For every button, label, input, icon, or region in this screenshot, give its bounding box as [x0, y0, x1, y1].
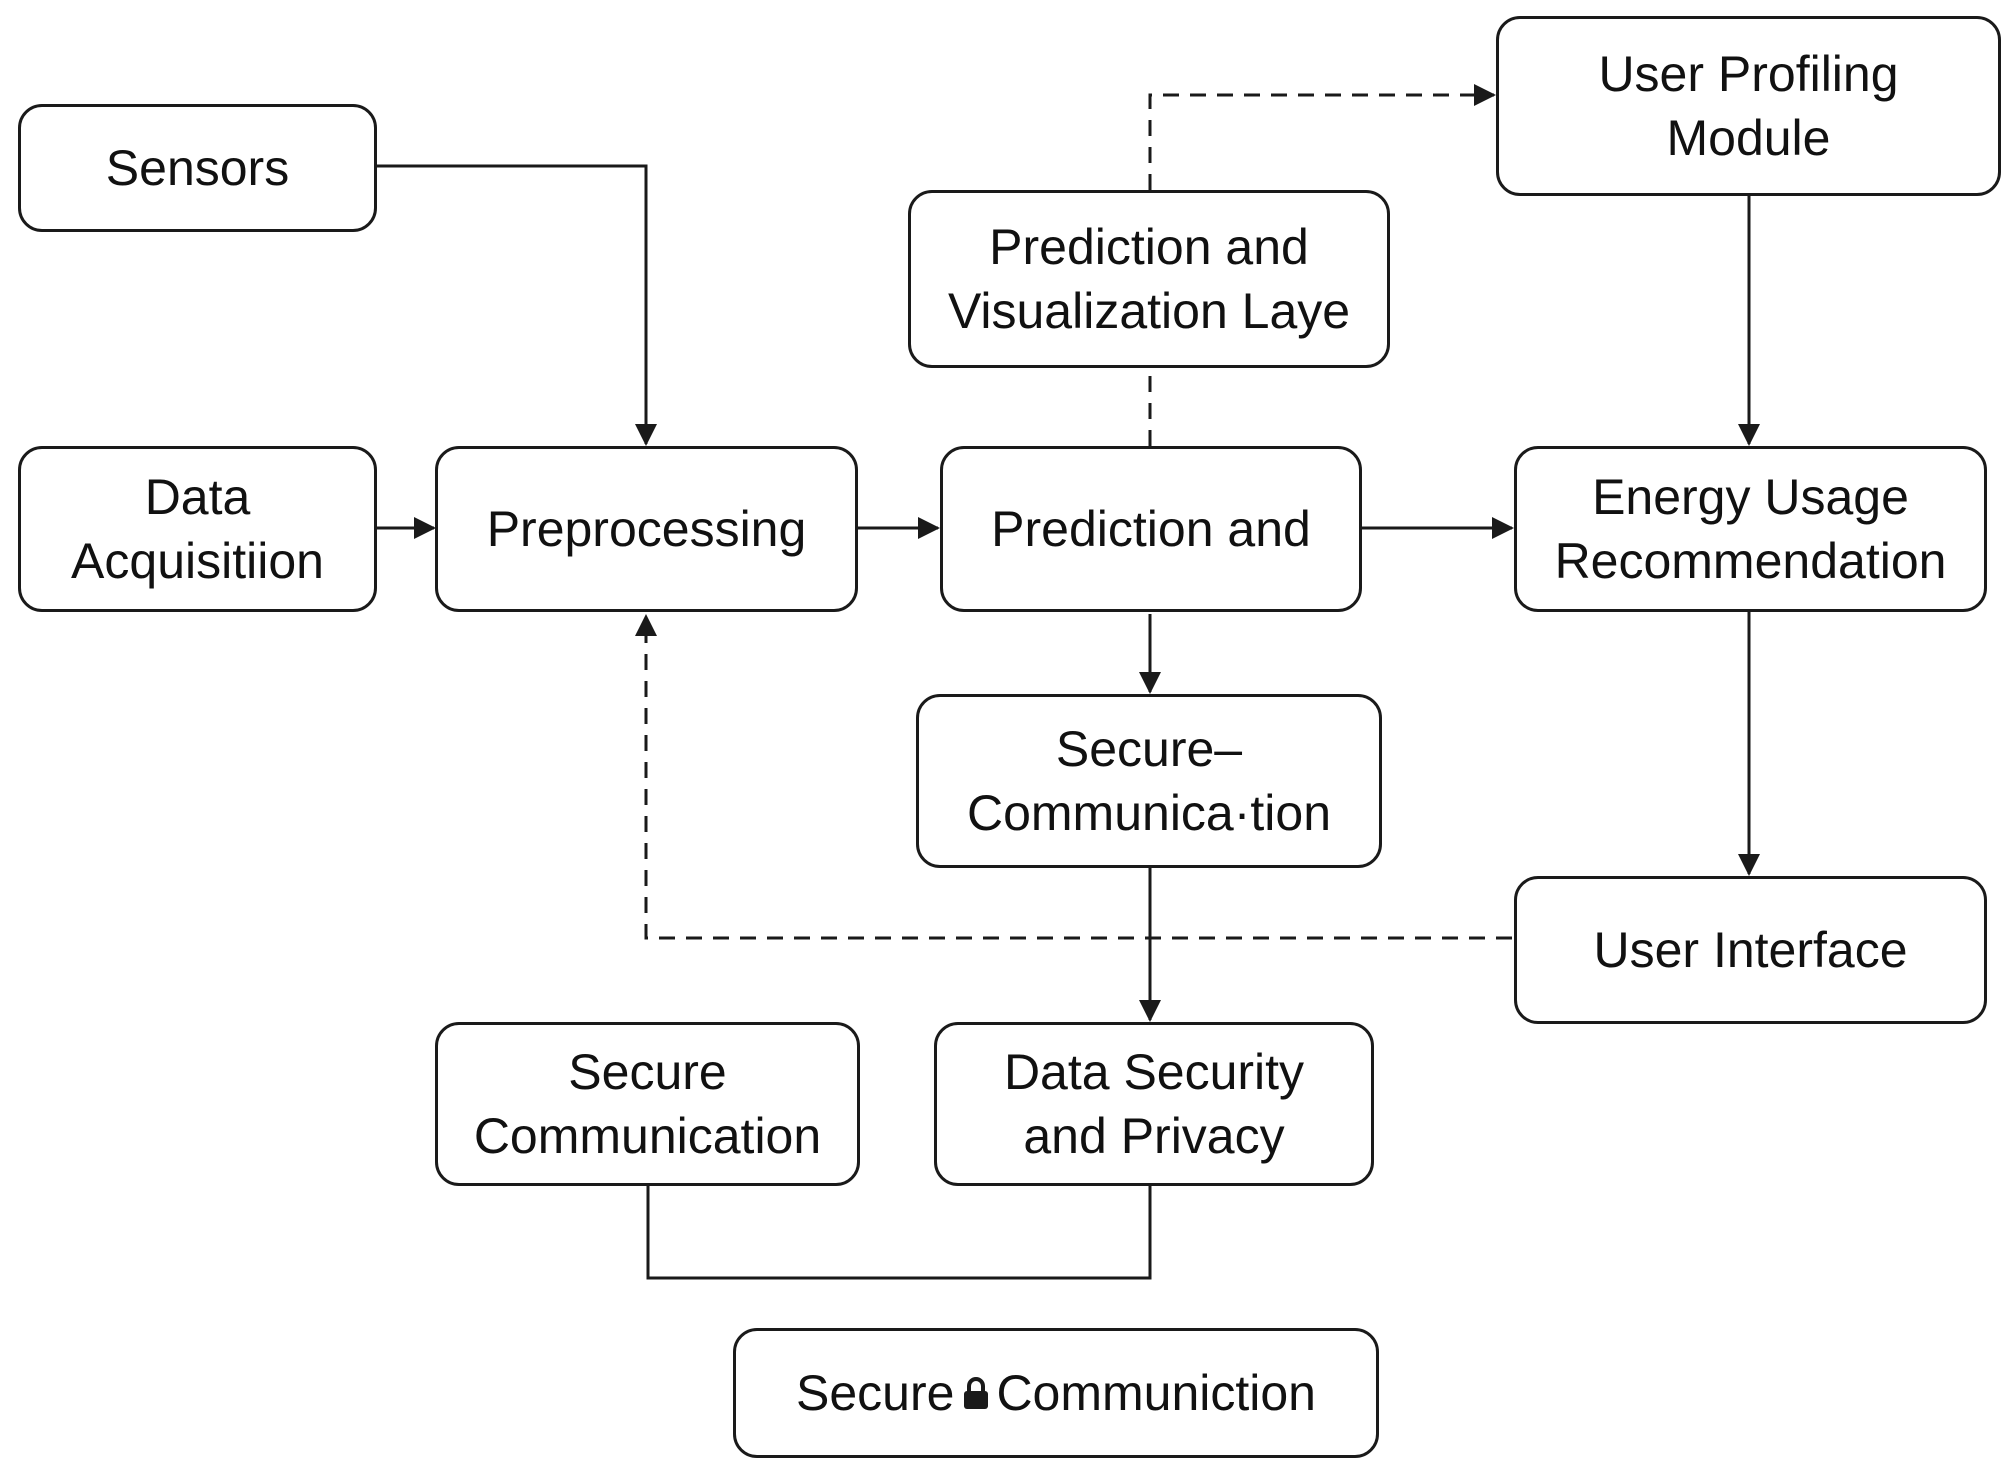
user-profiling-label: User Profiling Module — [1598, 46, 1899, 166]
prediction-label: Prediction and — [991, 501, 1311, 557]
preprocessing-label: Preprocessing — [486, 501, 807, 557]
secure-communication-mid-label: Secure– Communica·tion — [966, 721, 1331, 841]
edge-securecomm-left-to-datasecurity — [646, 1186, 1152, 1280]
data-acquisition-box: Data Acquisitiion — [18, 446, 377, 612]
lock-icon — [964, 1376, 989, 1409]
user-profiling-box: User Profiling Module — [1496, 16, 2001, 196]
user-interface-box: User Interface — [1514, 876, 1987, 1024]
prediction-visualization-box: Prediction and Visualization Laye — [908, 190, 1390, 368]
secure-communication-left-label: Secure Communication — [473, 1044, 822, 1164]
data-acquisition-label: Data Acquisitiion — [71, 469, 324, 589]
sensors-label: Sensors — [105, 140, 290, 196]
edge-prediction-to-profiling-dashed — [1148, 95, 1494, 446]
user-interface-label: User Interface — [1593, 922, 1908, 978]
secure-communication-mid-box: Secure– Communica·tion — [916, 694, 1382, 868]
data-security-label: Data Security and Privacy — [1003, 1044, 1305, 1164]
sensors-box: Sensors — [18, 104, 377, 232]
energy-usage-label: Energy Usage Recommendation — [1554, 469, 1947, 589]
data-security-box: Data Security and Privacy — [934, 1022, 1374, 1186]
secure-communication-left-box: Secure Communication — [435, 1022, 860, 1186]
edge-ui-to-preprocessing-dashed — [635, 614, 1512, 940]
preprocessing-box: Preprocessing — [435, 446, 858, 612]
edge-sensors-to-preprocessing — [377, 164, 657, 446]
prediction-box: Prediction and — [940, 446, 1362, 612]
prediction-visualization-label: Prediction and Visualization Laye — [947, 219, 1351, 339]
energy-usage-box: Energy Usage Recommendation — [1514, 446, 1987, 612]
